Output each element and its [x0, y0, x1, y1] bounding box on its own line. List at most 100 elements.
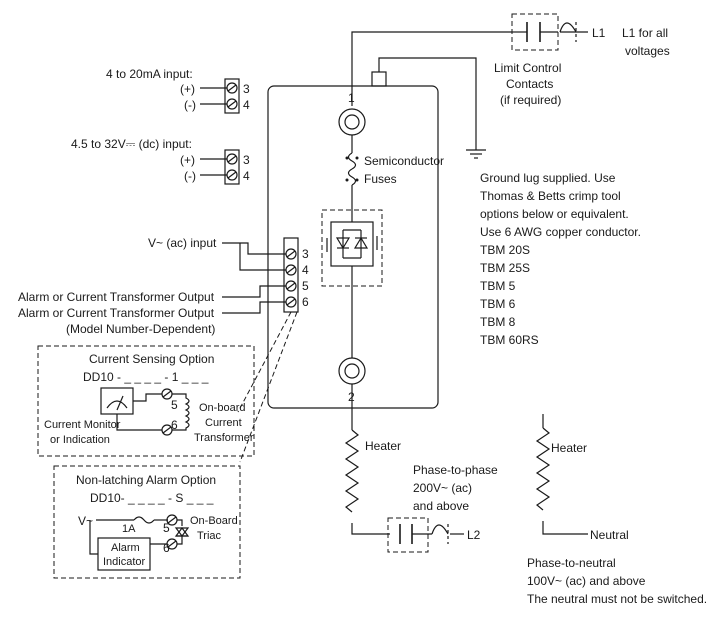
crimp-tool-tbm-5: TBM 5 [480, 279, 516, 293]
cs-t6: 6 [171, 418, 178, 432]
phase-to-phase-line2: 200V~ (ac) [413, 481, 472, 495]
ac-wire-top [222, 242, 286, 255]
terminal-2-stud [338, 357, 366, 385]
phase-to-phase-line3: and above [413, 499, 469, 513]
heater-right-icon [535, 427, 551, 511]
crimp-tool-tbm-60rs: TBM 60RS [480, 333, 539, 347]
ground-note-line3: options below or equivalent. [480, 207, 629, 221]
ac-input-title: V~ (ac) input [148, 236, 217, 250]
l2-contacts [399, 524, 432, 544]
l2-label: L2 [467, 528, 481, 542]
ct-label-line1: On-board [199, 402, 245, 414]
triac-icon [174, 519, 190, 545]
dc-input-title: 4.5 to 32V⎓ (dc) input: [71, 137, 192, 151]
ground-wire [378, 57, 477, 150]
ac-t5: 5 [302, 279, 309, 293]
ac-t3: 3 [302, 247, 309, 261]
fuse-label-line1: Semiconductor [364, 154, 444, 168]
neutral-label: Neutral [590, 528, 629, 542]
current-monitor-line1: Current Monitor [44, 419, 121, 431]
phase-to-neutral-line3: The neutral must not be switched. [527, 592, 707, 606]
ac-t6: 6 [302, 295, 309, 309]
terminal-1-stud [338, 108, 366, 136]
ma-terminal-screws [226, 82, 238, 110]
triac-label-line2: Triac [197, 530, 222, 542]
ground-note-line4: Use 6 AWG copper conductor. [480, 225, 641, 239]
limit-control-line3: (if required) [500, 93, 561, 107]
fuse-label-line2: Fuses [364, 172, 397, 186]
meter-icon [106, 395, 128, 411]
crimp-tool-tbm-8: TBM 8 [480, 315, 516, 329]
ma-t3: 3 [243, 82, 250, 96]
triac-label-line1: On-Board [190, 515, 238, 527]
alarm-option-box [53, 465, 241, 579]
alarm-indicator-line1: Alarm [111, 542, 140, 554]
ac-t4: 4 [302, 263, 309, 277]
ct-coil-icon [172, 393, 190, 431]
controller-body [267, 85, 439, 409]
ground-symbol [466, 149, 486, 159]
alarm-option-model: DD10- _ _ _ _ - S _ _ _ [90, 491, 214, 505]
alarm-v-label: V~ [78, 514, 93, 528]
ac-terminal-screws [285, 248, 297, 308]
ct-label-line3: Transformer [194, 432, 254, 444]
l1-switch [559, 22, 577, 42]
current-sensing-title: Current Sensing Option [89, 352, 214, 366]
alarm-fuse-icon [133, 516, 155, 524]
phase-to-phase-line1: Phase-to-phase [413, 463, 498, 477]
dc-t4: 4 [243, 169, 250, 183]
alarm-fuse-label: 1A [122, 523, 136, 535]
alarm-option-title: Non-latching Alarm Option [76, 473, 216, 487]
crimp-tool-tbm-6: TBM 6 [480, 297, 516, 311]
dc-minus: (-) [184, 169, 196, 183]
ma-t4: 4 [243, 98, 250, 112]
cs-t5: 5 [171, 398, 178, 412]
limit-control-contacts [512, 22, 558, 42]
current-sensing-box [37, 345, 255, 457]
alarm-ct-line2: Alarm or Current Transformer Output [18, 306, 215, 320]
model-dependent-note: (Model Number-Dependent) [66, 322, 215, 336]
alarm-ct-line1: Alarm or Current Transformer Output [18, 290, 215, 304]
scr-block [330, 221, 374, 267]
ma-terminal-block [224, 78, 240, 114]
ma-input-title: 4 to 20mA input: [106, 67, 193, 81]
leader-to-current-sensing [237, 311, 292, 413]
heater-left-icon [344, 429, 360, 513]
fuse-icon [345, 152, 359, 186]
limit-control-line1: Limit Control [494, 61, 561, 75]
l1-label: L1 [592, 26, 606, 40]
crimp-tool-tbm-25s: TBM 25S [480, 261, 530, 275]
heater-left-label: Heater [365, 439, 401, 453]
dc-plus: (+) [180, 153, 195, 167]
dc-terminal-screws [226, 153, 238, 181]
thyristor-pair-icon [326, 229, 378, 259]
phase-to-neutral-line1: Phase-to-neutral [527, 556, 616, 570]
ground-lug [371, 71, 387, 87]
current-monitor-line2: or Indication [50, 434, 110, 446]
l1-note-line2: voltages [625, 44, 670, 58]
ma-plus: (+) [180, 82, 195, 96]
l2-contact-box [387, 517, 429, 553]
alarm-indicator-line2: Indicator [103, 556, 146, 568]
heater-right-label: Heater [551, 441, 587, 455]
ma-minus: (-) [184, 98, 196, 112]
ground-note-line2: Thomas & Betts crimp tool [480, 189, 621, 203]
ground-note-line1: Ground lug supplied. Use [480, 171, 616, 185]
terminal-1-label: 1 [348, 91, 355, 105]
current-sensing-model: DD10 - _ _ _ _ - 1 _ _ _ [83, 370, 209, 384]
crimp-tool-tbm-20s: TBM 20S [480, 243, 530, 257]
dc-terminal-block [224, 149, 240, 185]
dc-t3: 3 [243, 153, 250, 167]
ct-label-line2: Current [205, 417, 242, 429]
alarm-t6: 6 [163, 541, 170, 555]
ac-wire-bottom [239, 262, 286, 271]
l2-switch [431, 524, 449, 544]
alarm-t5: 5 [163, 521, 170, 535]
scr-dashed-box [321, 209, 383, 287]
leader-to-alarm-option [239, 311, 298, 463]
phase-to-neutral-line2: 100V~ (ac) and above [527, 574, 646, 588]
l1-wire [351, 31, 512, 106]
limit-control-line2: Contacts [506, 77, 553, 91]
l1-note-line1: L1 for all [622, 26, 668, 40]
